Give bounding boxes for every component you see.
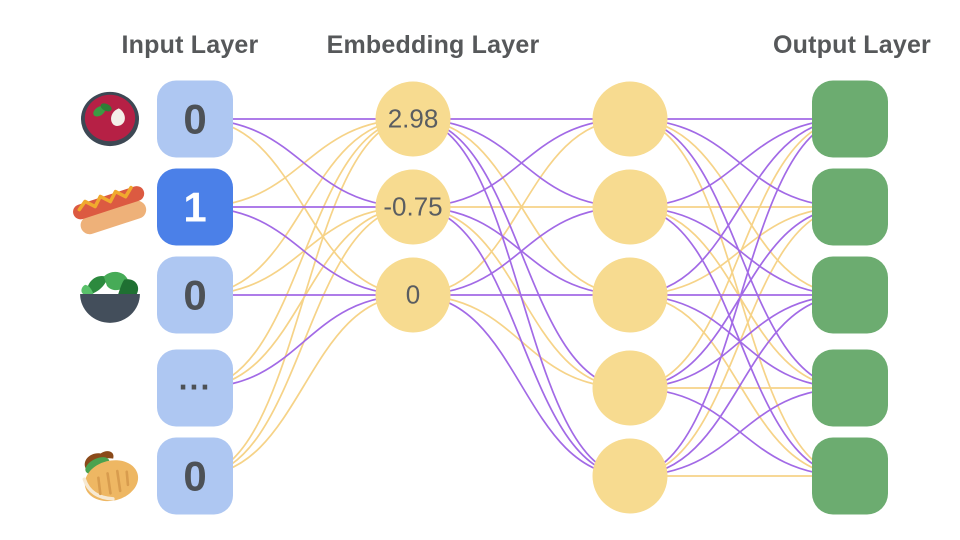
edge-in-e1-3-0 — [194, 118, 414, 389]
pita-icon — [77, 443, 143, 509]
edge-e1-e2-2-0 — [412, 118, 631, 296]
input-node-4: 0 — [157, 437, 233, 515]
hidden-node-4 — [592, 438, 668, 514]
embedding-node-value: 0 — [405, 279, 421, 310]
input-node-3: ... — [157, 349, 233, 427]
edge-e1-e2-0-4 — [412, 118, 631, 477]
input-node-value: 0 — [183, 95, 207, 142]
input-layer-title: Input Layer — [121, 31, 259, 59]
edge-in-e1-4-0 — [194, 118, 414, 477]
edge-e1-e2-0-3 — [412, 118, 631, 389]
input-node-0: 0 — [157, 80, 233, 158]
output-node-2 — [812, 256, 888, 334]
output-node-3 — [812, 349, 888, 427]
edge-e1-e2-2-4 — [412, 294, 631, 477]
output-node-0 — [812, 80, 888, 158]
hidden-node-1 — [592, 169, 668, 245]
output-layer-title: Output Layer — [773, 31, 931, 59]
edge-e2-out-0-3 — [629, 118, 851, 389]
edge-e2-out-2-0 — [629, 118, 851, 296]
embedding-node-0: 2.98 — [375, 81, 451, 157]
output-node-1 — [812, 168, 888, 246]
input-node-value: 0 — [183, 271, 207, 318]
input-node-value: 1 — [183, 183, 207, 230]
embedding-node-1: -0.75 — [375, 169, 451, 245]
embedding-layer-title: Embedding Layer — [326, 31, 540, 59]
salad-icon — [77, 264, 143, 326]
input-node-1-active: 1 — [157, 168, 233, 246]
hidden-node-3 — [592, 350, 668, 426]
borscht-soup-icon — [79, 89, 141, 149]
edge-in-e1-4-2 — [194, 294, 414, 477]
embedding-node-value: -0.75 — [383, 191, 443, 222]
edge-e2-out-4-2 — [629, 294, 851, 477]
input-node-value: ... — [178, 360, 212, 397]
hot-dog-icon — [71, 176, 149, 238]
embedding-node-2: 0 — [375, 257, 451, 333]
output-node-4 — [812, 437, 888, 515]
hidden-node-2 — [592, 257, 668, 333]
input-node-2: 0 — [157, 256, 233, 334]
input-node-value: 0 — [183, 452, 207, 499]
edge-e1-e2-1-4 — [412, 206, 631, 477]
edge-e2-out-4-0 — [629, 118, 851, 477]
embedding-node-value: 2.98 — [387, 103, 439, 134]
hidden-node-0 — [592, 81, 668, 157]
